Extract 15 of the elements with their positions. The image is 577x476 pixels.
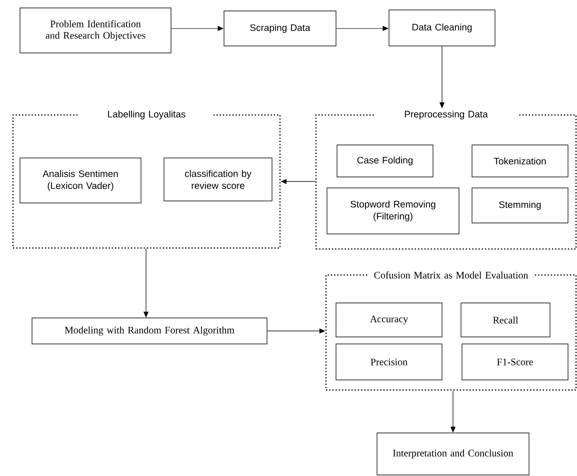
process-box: Scraping Data	[224, 10, 336, 46]
process-box: Stemming	[472, 188, 568, 224]
process-box: F1-Score	[462, 344, 568, 380]
process-box: classification by review score	[164, 158, 272, 202]
process-box: Problem Identification and Research Objectives	[20, 8, 172, 54]
process-box: Data Cleaning	[388, 10, 496, 46]
process-box: Tokenization	[472, 144, 568, 178]
process-box: Precision	[336, 344, 442, 380]
process-box: Accuracy	[336, 302, 442, 338]
process-box: Recall	[460, 302, 550, 338]
process-box: Modeling with Random Forest Algorithm	[32, 318, 268, 344]
process-box: Stopword Removing (Filtering)	[326, 188, 460, 234]
process-box: Analisis Sentimen (Lexicon Vader)	[20, 158, 142, 204]
process-box: Case Folding	[336, 144, 434, 178]
process-box: Interpretation and Conclusion	[376, 432, 530, 476]
